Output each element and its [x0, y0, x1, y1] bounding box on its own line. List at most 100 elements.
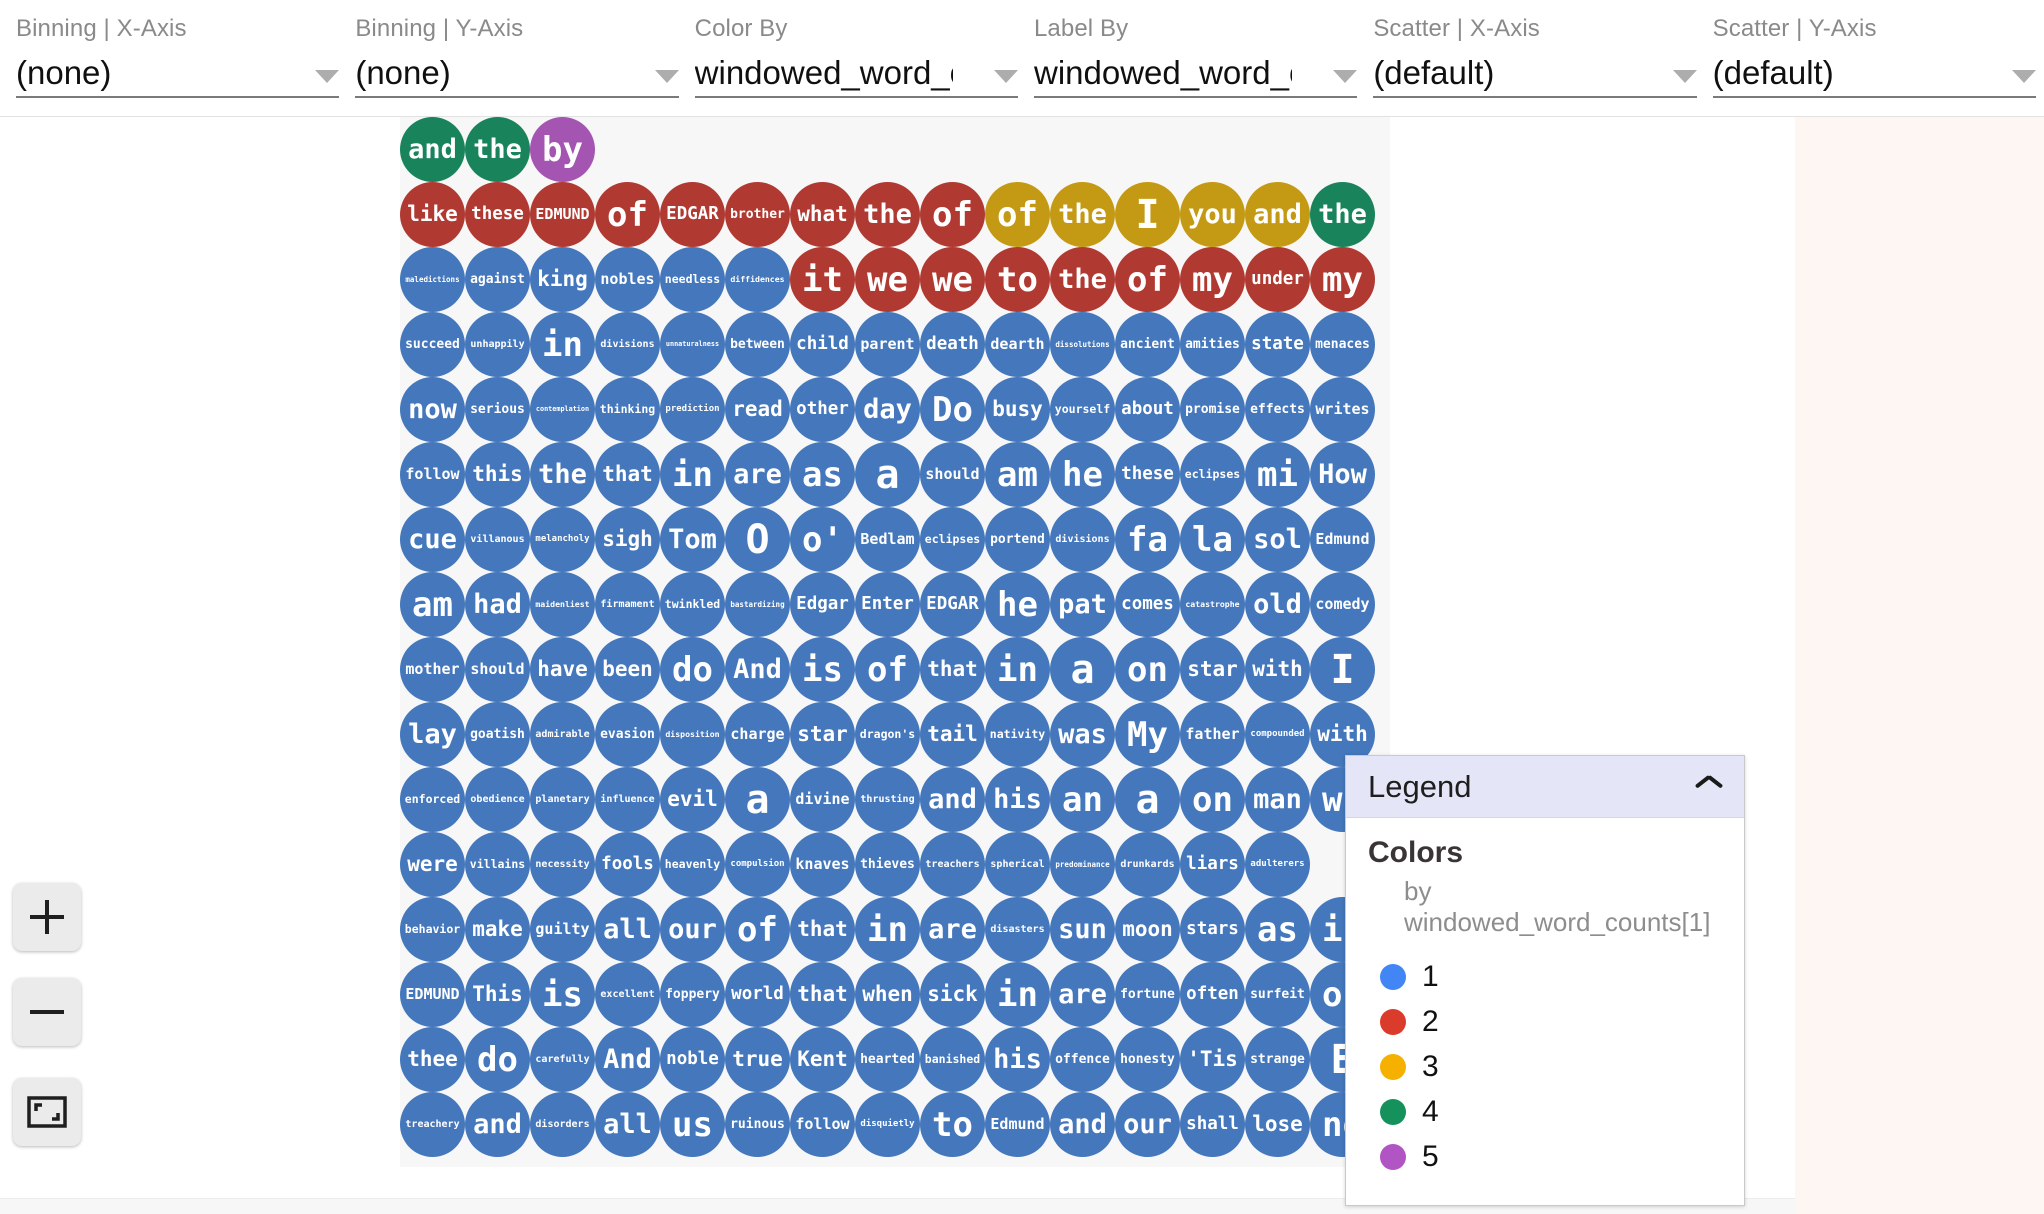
chevron-up-icon[interactable] [1696, 779, 1722, 795]
bubble-point[interactable]: of [920, 182, 985, 247]
bubble-point[interactable]: a [1050, 637, 1115, 702]
bubble-point[interactable]: and [1050, 1092, 1115, 1157]
bubble-point[interactable]: us [660, 1092, 725, 1157]
bubble-point[interactable]: Bedlam [855, 507, 920, 572]
bubble-point[interactable]: of [725, 897, 790, 962]
bubble-point[interactable]: this [465, 442, 530, 507]
bubble-point[interactable]: O [725, 507, 790, 572]
bubble-point[interactable]: his [985, 1027, 1050, 1092]
bubble-point[interactable]: I [1310, 637, 1375, 702]
bubble-point[interactable]: am [985, 442, 1050, 507]
fit-to-screen-button[interactable] [13, 1078, 81, 1146]
bubble-point[interactable]: comedy [1310, 572, 1375, 637]
bubble-point[interactable]: compulsion [725, 832, 790, 897]
bubble-point[interactable]: serious [465, 377, 530, 442]
bubble-point[interactable]: am [400, 572, 465, 637]
bubble-point[interactable]: is [530, 962, 595, 1027]
bubble-point[interactable]: prediction [660, 377, 725, 442]
bubble-point[interactable]: we [920, 247, 985, 312]
bubble-point[interactable]: in [530, 312, 595, 377]
bubble-point[interactable]: nobles [595, 247, 660, 312]
bubble-point[interactable]: divisions [595, 312, 660, 377]
bubble-point[interactable]: fortune [1115, 962, 1180, 1027]
bubble-point[interactable]: against [465, 247, 530, 312]
bubble-point[interactable]: needless [660, 247, 725, 312]
bubble-point[interactable]: man [1245, 767, 1310, 832]
bubble-point[interactable]: old [1245, 572, 1310, 637]
bubble-point[interactable]: he [985, 572, 1050, 637]
bubble-point[interactable]: to [985, 247, 1050, 312]
bubble-point[interactable]: disasters [985, 897, 1050, 962]
control-binning-x-axis[interactable]: Binning | X-Axis (none) [8, 0, 347, 98]
bubble-point[interactable]: an [1050, 767, 1115, 832]
bubble-point[interactable]: that [790, 897, 855, 962]
bubble-point[interactable]: in [660, 442, 725, 507]
bubble-point[interactable]: of [855, 637, 920, 702]
bubble-point[interactable]: have [530, 637, 595, 702]
bubble-point[interactable]: and [1245, 182, 1310, 247]
bubble-point[interactable]: dissolutions [1050, 312, 1115, 377]
bubble-point[interactable]: writes [1310, 377, 1375, 442]
bubble-point[interactable]: it [790, 247, 855, 312]
bubble-point[interactable]: as [1245, 897, 1310, 962]
bubble-point[interactable]: offence [1050, 1027, 1115, 1092]
bubble-point[interactable]: should [920, 442, 985, 507]
bubble-point[interactable]: treachery [400, 1092, 465, 1157]
control-scatter-x-axis[interactable]: Scatter | X-Axis (default) [1365, 0, 1704, 98]
legend-entry[interactable]: 1 [1380, 954, 1722, 999]
bubble-point[interactable]: I [1115, 182, 1180, 247]
bubble-point[interactable]: bastardizing [725, 572, 790, 637]
bubble-point[interactable]: do [465, 1027, 530, 1092]
bubble-point[interactable]: compounded [1245, 702, 1310, 767]
bubble-point[interactable]: in [855, 897, 920, 962]
chevron-down-icon[interactable] [654, 70, 679, 83]
bubble-point[interactable]: nativity [985, 702, 1050, 767]
bubble-point[interactable]: all [595, 1092, 660, 1157]
bubble-point[interactable]: thrusting [855, 767, 920, 832]
bubble-point[interactable]: were [400, 832, 465, 897]
bubble-point[interactable]: cue [400, 507, 465, 572]
bubble-point[interactable]: unnaturalness [660, 312, 725, 377]
bubble-point[interactable]: My [1115, 702, 1180, 767]
bubble-point[interactable]: of [985, 182, 1050, 247]
bubble-point[interactable]: EDGAR [660, 182, 725, 247]
bubble-point[interactable]: disorders [530, 1092, 595, 1157]
bubble-point[interactable]: amities [1180, 312, 1245, 377]
bubble-point[interactable]: contemplation [530, 377, 595, 442]
bubble-point[interactable]: noble [660, 1027, 725, 1092]
bubble-point[interactable]: charge [725, 702, 790, 767]
chevron-down-icon[interactable] [1333, 70, 1358, 83]
bubble-point[interactable]: unhappily [465, 312, 530, 377]
control-select[interactable]: (none) [355, 52, 679, 98]
legend-entry[interactable]: 5 [1380, 1134, 1722, 1179]
control-label-by[interactable]: Label By windowed_word_counts[1] [1026, 0, 1365, 98]
bubble-point[interactable]: foppery [660, 962, 725, 1027]
bubble-point[interactable]: thee [400, 1027, 465, 1092]
bubble-point[interactable]: star [790, 702, 855, 767]
bubble-point[interactable]: admirable [530, 702, 595, 767]
control-scatter-y-axis[interactable]: Scatter | Y-Axis (default) [1705, 0, 2044, 98]
bubble-point[interactable]: divisions [1050, 507, 1115, 572]
bubble-point[interactable]: disquietly [855, 1092, 920, 1157]
zoom-out-button[interactable] [13, 978, 81, 1046]
bubble-point[interactable]: of [595, 182, 660, 247]
bubble-point[interactable]: to [920, 1092, 985, 1157]
bubble-point[interactable]: yourself [1050, 377, 1115, 442]
bubble-point[interactable]: heavenly [660, 832, 725, 897]
bubble-point[interactable]: treachers [920, 832, 985, 897]
bubble-point[interactable]: effects [1245, 377, 1310, 442]
bubble-point[interactable]: 'Tis [1180, 1027, 1245, 1092]
bubble-point[interactable]: comes [1115, 572, 1180, 637]
bubble-point[interactable]: spherical [985, 832, 1050, 897]
bubble-point[interactable]: other [790, 377, 855, 442]
legend-header[interactable]: Legend [1346, 756, 1744, 818]
bubble-point[interactable]: promise [1180, 377, 1245, 442]
bubble-point[interactable]: read [725, 377, 790, 442]
bubble-point[interactable]: eclipses [1180, 442, 1245, 507]
bubble-point[interactable]: This [465, 962, 530, 1027]
bubble-point[interactable]: now [400, 377, 465, 442]
bubble-point[interactable]: surfeit [1245, 962, 1310, 1027]
bubble-point[interactable]: melancholy [530, 507, 595, 572]
bubble-point[interactable]: when [855, 962, 920, 1027]
bubble-point[interactable]: follow [400, 442, 465, 507]
